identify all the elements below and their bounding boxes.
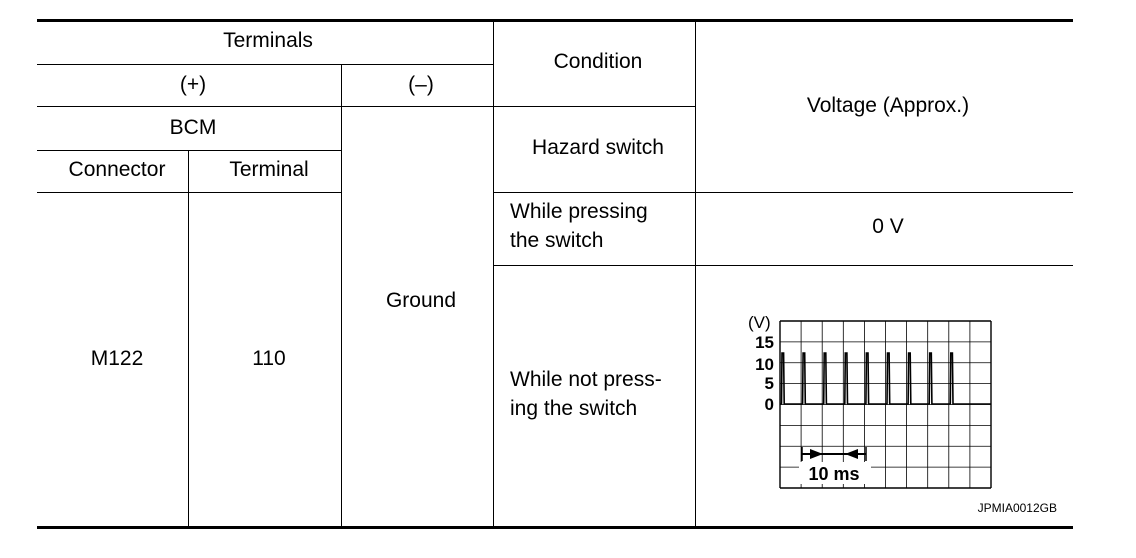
header-plus: (+) bbox=[179, 73, 207, 96]
header-terminals: Terminals bbox=[223, 29, 313, 52]
time-scale-label: 10 ms bbox=[808, 464, 859, 484]
rule-condition-voltage bbox=[695, 20, 696, 528]
cell-terminal-value: 110 bbox=[252, 347, 286, 370]
waveform-unit-label: (V) bbox=[748, 313, 771, 332]
cell-pressing-voltage: 0 V bbox=[872, 215, 904, 238]
rule-condition-header-bottom bbox=[493, 192, 1073, 193]
waveform-ytick-5: 5 bbox=[765, 374, 774, 393]
rule-header-bottom bbox=[37, 106, 696, 107]
time-scale-marker bbox=[801, 447, 867, 461]
waveform-ytick-15: 15 bbox=[755, 333, 774, 352]
cell-not-pressing-line1: While not press- bbox=[510, 368, 662, 391]
header-voltage: Voltage (Approx.) bbox=[806, 94, 970, 117]
header-connector: Connector bbox=[68, 158, 166, 181]
header-bcm: BCM bbox=[169, 116, 217, 139]
header-hazard-switch: Hazard switch bbox=[532, 136, 664, 159]
header-minus: (–) bbox=[408, 73, 434, 96]
rule-terminals-sub bbox=[37, 64, 493, 65]
table-bottom-border bbox=[37, 526, 1073, 529]
header-terminal: Terminal bbox=[229, 158, 309, 181]
cell-not-pressing-line2: ing the switch bbox=[510, 397, 638, 420]
waveform-ytick-0: 0 bbox=[765, 395, 774, 414]
cell-ground: Ground bbox=[385, 289, 457, 312]
cell-pressing-line2: the switch bbox=[510, 229, 604, 252]
table-top-border bbox=[37, 19, 1073, 22]
rule-terminals-condition bbox=[493, 20, 494, 528]
cell-connector-value: M122 bbox=[90, 347, 144, 370]
figure-id: JPMIA0012GB bbox=[978, 501, 1057, 515]
rule-bcm-sub bbox=[37, 150, 341, 151]
cell-pressing-line1: While pressing bbox=[510, 200, 648, 223]
waveform-ytick-10: 10 bbox=[755, 355, 774, 374]
rule-plus-minus bbox=[341, 64, 342, 528]
rule-pressing-bottom bbox=[493, 265, 1073, 266]
waveform-trace bbox=[780, 352, 991, 405]
header-condition: Condition bbox=[553, 50, 643, 73]
rule-connector-terminal bbox=[188, 150, 189, 528]
rule-connector-bottom bbox=[37, 192, 341, 193]
